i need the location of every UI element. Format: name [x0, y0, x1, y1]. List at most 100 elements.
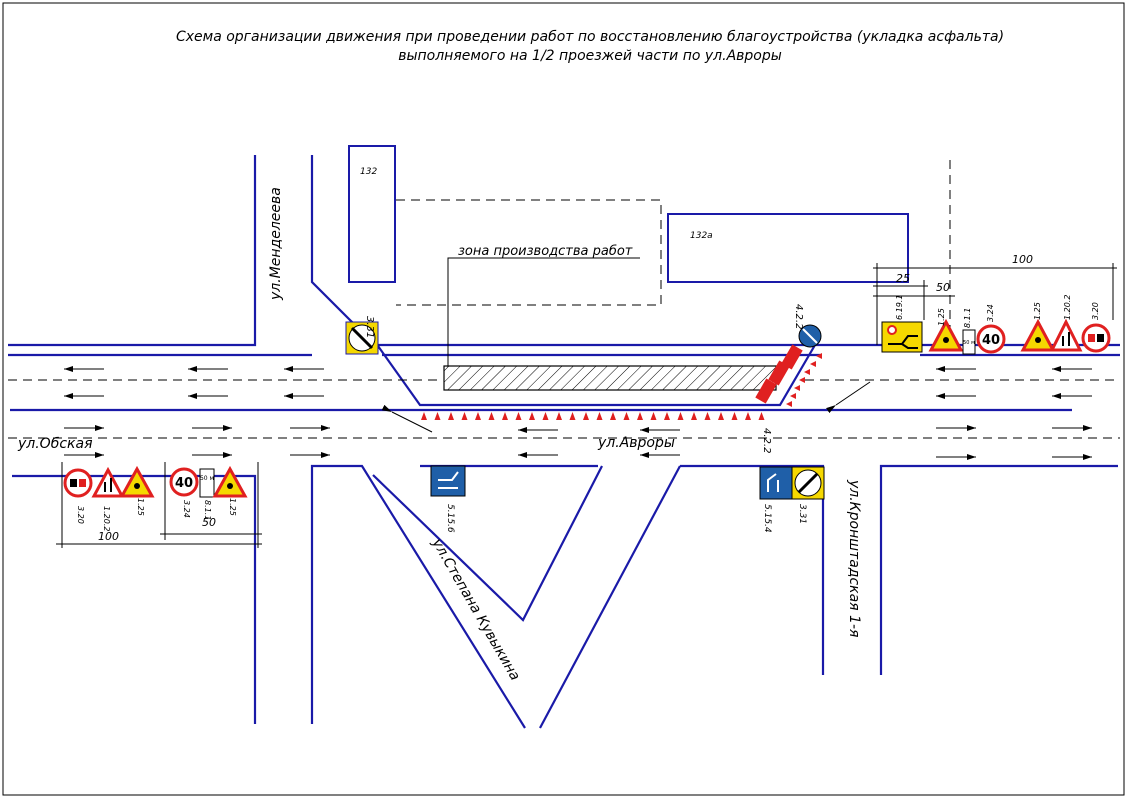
lane-arrow-head [321, 425, 330, 431]
title-line-2: выполняемого на 1/2 проезжей части по ул… [398, 48, 782, 64]
sign-code-right-3-24: 3.24 [986, 304, 995, 322]
building-132a [667, 213, 909, 283]
cone [664, 412, 670, 420]
lane-arrow-head [640, 452, 649, 458]
cone [610, 412, 616, 420]
lane-arrow-head [1083, 425, 1092, 431]
cone [794, 385, 800, 391]
building-132a-label: 132а [690, 231, 713, 241]
sign-code-left-1-25a: 1.25 [136, 498, 145, 516]
cone [515, 412, 522, 420]
work-zone-label: зона производства работ [458, 244, 633, 259]
lane-arrow-head [321, 452, 330, 458]
cone [650, 412, 657, 420]
cone [731, 412, 738, 420]
cone [637, 412, 643, 420]
cone [461, 412, 468, 420]
lane-arrow-head [936, 393, 945, 399]
sign-code-right-3-20: 3.20 [1091, 302, 1100, 320]
lane-arrow-head [284, 366, 293, 372]
sign-code-4-2-2-bottom: 4.2.2 [761, 428, 772, 453]
cone [583, 412, 589, 420]
sign-end-restrictions-top [345, 321, 379, 355]
cone [448, 412, 454, 420]
building-132-label: 132 [360, 167, 377, 177]
sign-roadworks-right-b [1020, 318, 1056, 352]
sign-speed-limit-left [169, 467, 199, 497]
sign-code-left-3-24: 3.24 [182, 500, 191, 518]
cone [745, 412, 751, 420]
sign-lane-direction-5-15-6 [430, 465, 466, 497]
lane-arrow-head [188, 393, 197, 399]
sign-roadworks-left-a [119, 465, 155, 498]
cone [758, 412, 765, 420]
sign-code-left-1-25b: 1.25 [228, 498, 237, 516]
dim-right-25: 25 [896, 272, 910, 285]
lane-arrow-head [284, 393, 293, 399]
road-edges [8, 155, 1120, 729]
lane-arrow-head [64, 366, 73, 372]
lane-arrow-head [967, 425, 976, 431]
sign-no-overtaking-right [1081, 323, 1111, 353]
right-dimensions [873, 263, 1117, 345]
sign-roadworks-left-b [212, 465, 248, 498]
sign-code-left-8-1-1: 8.1.1 [203, 500, 212, 520]
traffic-arrows [64, 366, 1092, 460]
sign-end-restrictions-bottom [791, 466, 825, 500]
cone [804, 369, 810, 375]
sign-code-left-1-20-2: 1.20.2 [102, 506, 111, 531]
sign-code-right-6-19-1: 6.19.1 [895, 295, 904, 320]
building-132 [348, 145, 396, 283]
sign-code-4-2-2-top: 4.2.2 [793, 304, 804, 329]
cone [421, 412, 427, 420]
detour-arrow-right [826, 381, 871, 414]
lane-arrow-head [518, 427, 527, 433]
lane-arrow-head [936, 366, 945, 372]
sign-no-overtaking-left [63, 468, 93, 498]
cone [596, 412, 603, 420]
sign-code-5-15-4: 5.15.4 [762, 504, 772, 533]
lane-arrow-head [967, 454, 976, 460]
cone [569, 412, 576, 420]
lane-arrow-head [223, 452, 232, 458]
cone [502, 412, 508, 420]
sign-code-right-1-20-2: 1.20.2 [1063, 295, 1072, 320]
lane-markings [8, 160, 1120, 439]
cone [790, 393, 796, 399]
lane-arrow-head [1052, 366, 1061, 372]
sign-code-5-15-6: 5.15.6 [445, 504, 455, 533]
cone [816, 353, 822, 359]
street-kuzhkina: ул.Степана Кувыкина [428, 535, 523, 683]
cone [691, 412, 697, 420]
sign-speed-text-right: 40 [982, 333, 1000, 348]
cone [623, 412, 630, 420]
lane-arrow-head [1083, 454, 1092, 460]
sign-code-right-8-1-1: 8.1.1 [963, 308, 972, 328]
lane-arrow-head [1052, 393, 1061, 399]
sign-road-narrows-left [91, 466, 125, 498]
cone [434, 412, 441, 420]
lane-arrow-head [640, 427, 649, 433]
lane-arrow-head [518, 452, 527, 458]
sign-code-right-1-25a: 1.25 [937, 308, 946, 326]
cone [704, 412, 711, 420]
barrier-chevrons [755, 344, 803, 404]
title-line-1: Схема организации движения при проведени… [176, 29, 1004, 45]
street-obskaya: ул.Обская [17, 436, 93, 452]
cone [799, 377, 805, 383]
cone [488, 412, 495, 420]
street-avrory: ул.Авроры [597, 435, 675, 451]
sign-code-3-31-top: 3.31 [364, 316, 375, 338]
cone [718, 412, 724, 420]
left-dimensions [56, 462, 262, 548]
sign-distance-text-right: 50 м [963, 340, 975, 346]
dim-left-50: 50 [202, 516, 216, 529]
dim-left-100: 100 [98, 530, 119, 543]
dim-right-50: 50 [936, 281, 950, 294]
cone [542, 412, 549, 420]
sign-distance-plate-left [199, 468, 215, 498]
lane-arrow-head [95, 452, 104, 458]
sign-speed-limit-right [976, 324, 1006, 354]
